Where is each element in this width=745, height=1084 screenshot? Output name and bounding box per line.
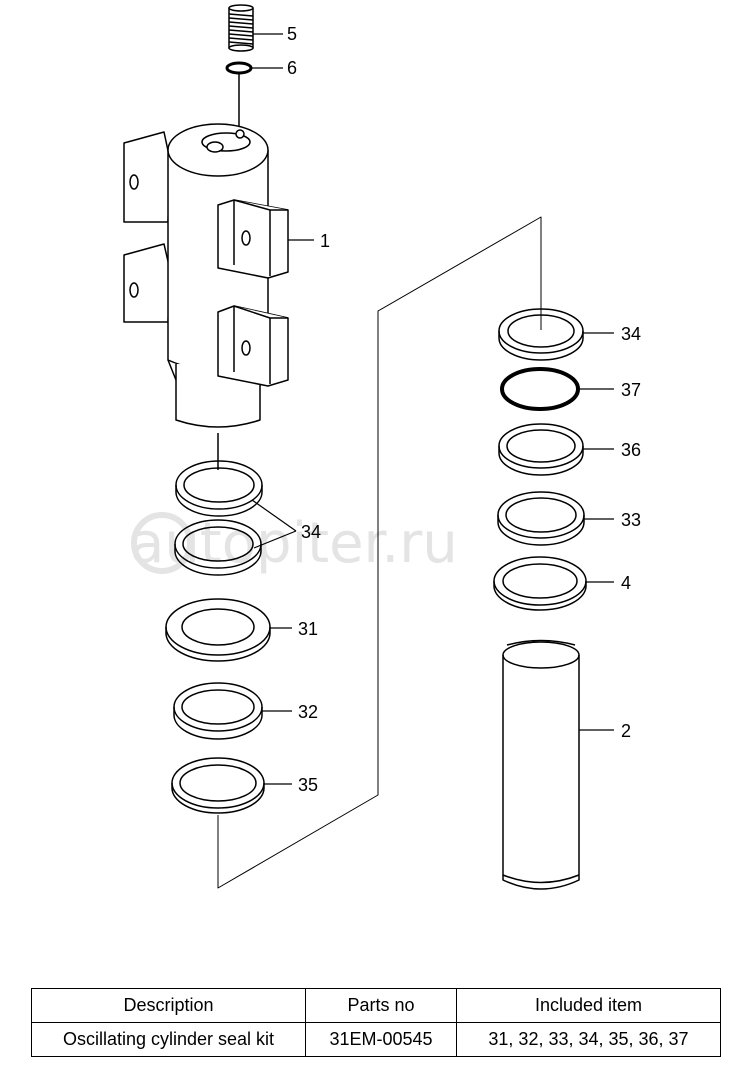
table-header-row: Description Parts no Included item [31,988,721,1023]
callout-34-left: 34 [301,522,321,542]
part-31-ring [165,598,271,662]
assembly-path-line [217,216,542,889]
header-parts-no: Parts no [305,988,457,1023]
callout-35: 35 [298,775,318,795]
seal-kit-table: Description Parts no Included item Oscil… [31,988,721,1057]
callout-5: 5 [287,24,297,44]
part-1-cylinder-body [123,123,289,428]
table-row: Oscillating cylinder seal kit 31EM-00545… [31,1022,721,1057]
part-5-set-screw [228,4,254,52]
cell-description: Oscillating cylinder seal kit [31,1022,306,1057]
callout-31: 31 [298,619,318,639]
callout-32: 32 [298,702,318,722]
callout-2: 2 [621,721,631,741]
callout-33: 33 [621,510,641,530]
header-description: Description [31,988,306,1023]
part-37-o-ring [500,367,580,411]
cell-included-item: 31, 32, 33, 34, 35, 36, 37 [456,1022,721,1057]
exploded-parts-diagram: autopiter.ru [123,4,641,890]
callout-4: 4 [621,573,631,593]
watermark: autopiter.ru [130,511,458,576]
cell-parts-no: 31EM-00545 [305,1022,457,1057]
leader-lines [251,33,614,785]
part-33-ring [497,491,585,546]
part-34-ring-right [498,308,584,361]
part-2-pin [502,639,580,890]
watermark-text: autopiter.ru [130,511,458,576]
header-included-item: Included item [456,988,721,1023]
callout-1: 1 [320,231,330,251]
part-32-ring [173,682,263,740]
part-4-ring [493,556,587,611]
part-6-o-ring [225,61,253,75]
callout-36: 36 [621,440,641,460]
part-36-ring [498,423,584,476]
part-34-ring-left-upper [175,460,263,517]
part-35-ring [171,757,265,814]
callout-34-right: 34 [621,324,641,344]
callout-37: 37 [621,380,641,400]
callout-6: 6 [287,58,297,78]
part-34-ring-left-lower [174,519,262,576]
